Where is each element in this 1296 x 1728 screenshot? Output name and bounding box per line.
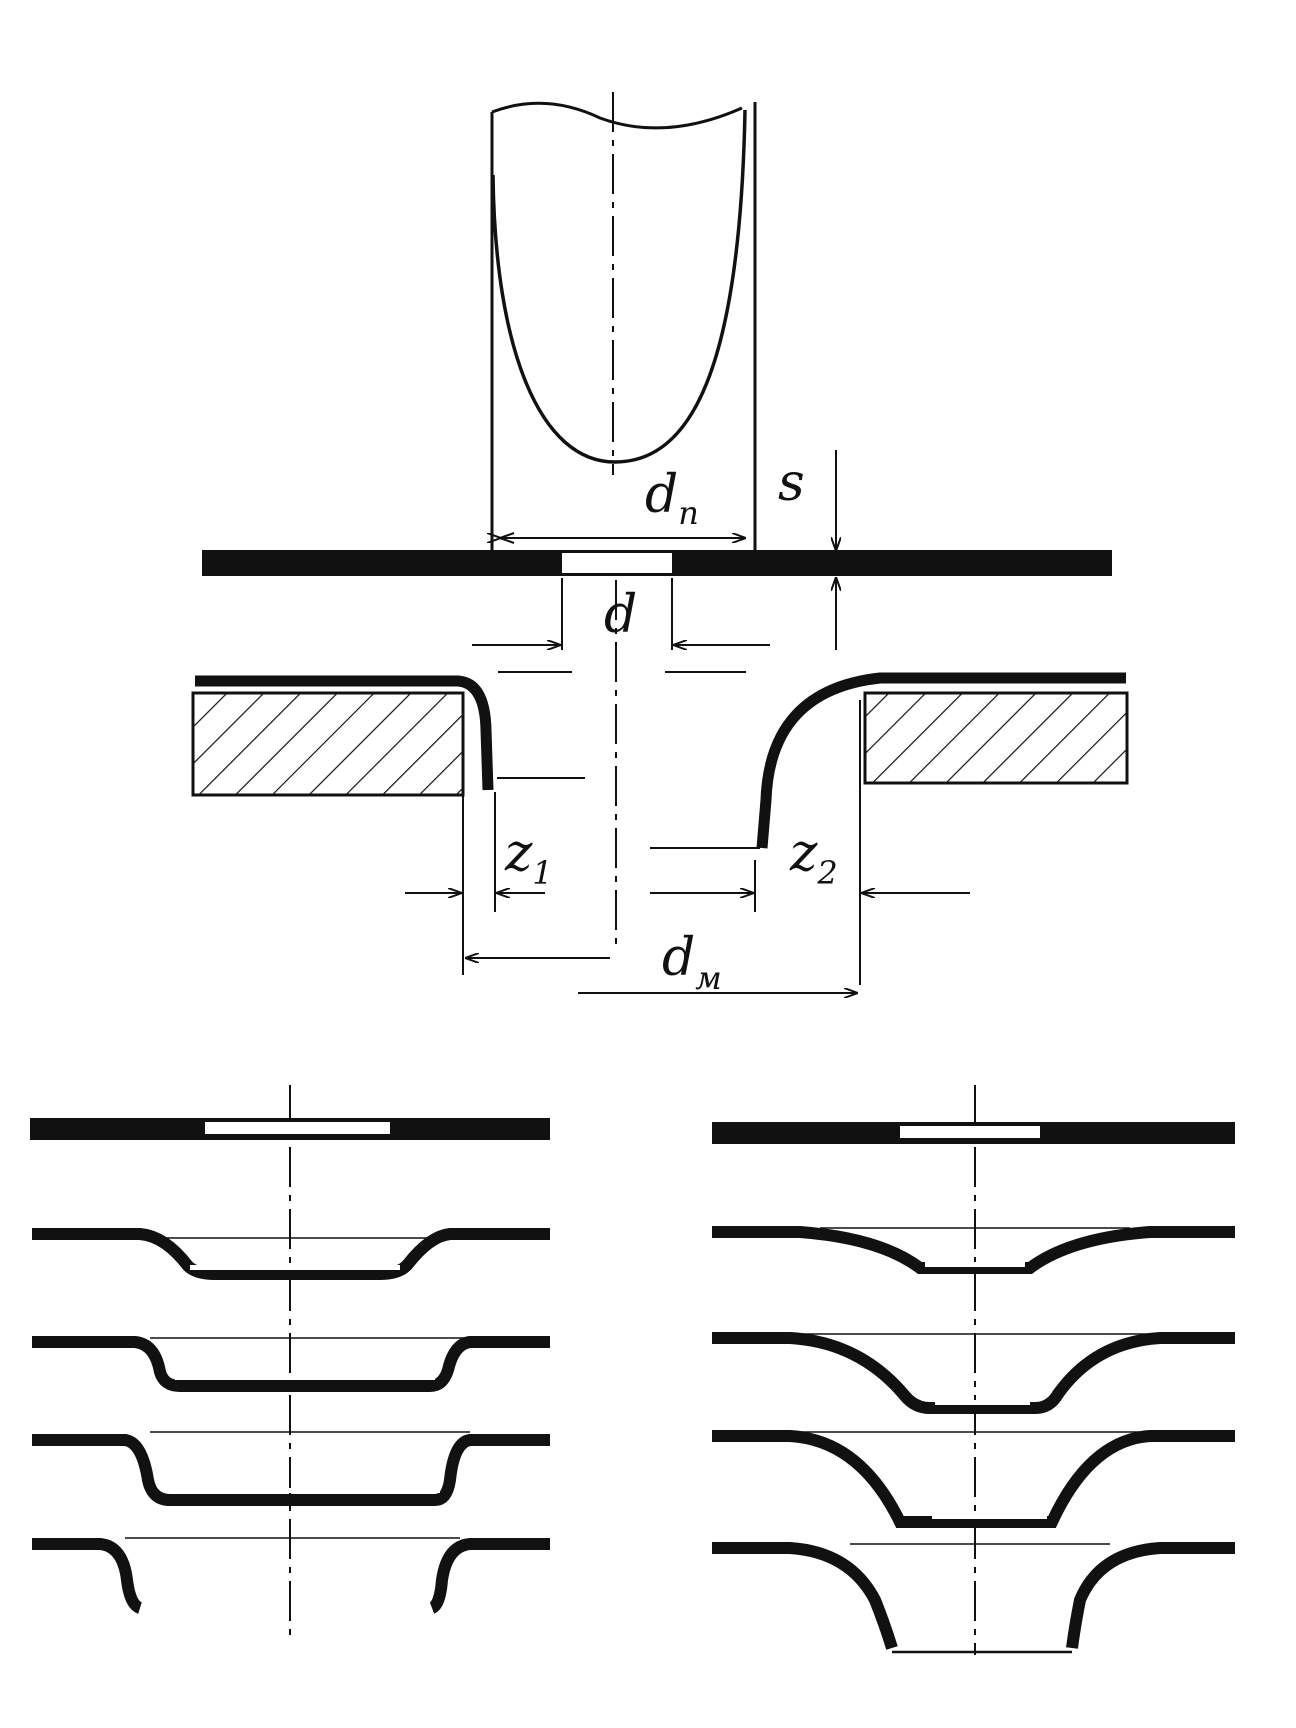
punch-diameter-dimension: dn bbox=[500, 465, 745, 544]
stage-sequence-left bbox=[30, 1085, 550, 1635]
sheet-blank bbox=[202, 550, 1112, 576]
die bbox=[191, 671, 1129, 985]
clearance-left-label: z1 bbox=[504, 823, 553, 892]
punch bbox=[490, 92, 757, 560]
sheet-thickness-label: s bbox=[778, 453, 805, 513]
die-diameter-dimension: dм bbox=[466, 928, 857, 997]
clearance-dimensions: z1 z2 bbox=[405, 792, 970, 912]
hole-diameter-dimension: d bbox=[472, 578, 770, 650]
hole-diameter-label: d bbox=[604, 585, 637, 645]
punch-diameter-label: dn bbox=[645, 465, 699, 532]
die-diameter-label: dм bbox=[662, 928, 722, 997]
formed-sheet bbox=[195, 672, 1126, 849]
stage-sequence-right bbox=[712, 1085, 1235, 1655]
clearance-right-label: z2 bbox=[789, 823, 838, 892]
sheet-thickness-dimension: s bbox=[778, 450, 836, 650]
